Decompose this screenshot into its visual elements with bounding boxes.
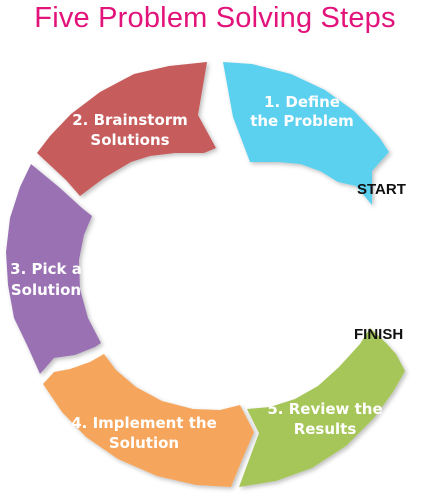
step-5-segment <box>239 328 405 487</box>
step-3-label-line2: Solution <box>11 281 81 299</box>
step-4-implement: 4. Implement the Solution <box>43 354 254 487</box>
step-5-review: 5. Review the Results <box>239 328 405 487</box>
step-4-label-line1: 4. Implement the <box>71 414 217 432</box>
step-1-segment <box>223 62 389 205</box>
step-2-segment <box>37 62 216 196</box>
finish-marker: FINISH <box>354 326 403 343</box>
step-3-pick-solution: 3. Pick a Solution <box>6 164 101 374</box>
step-5-label-line2: Results <box>294 420 357 438</box>
step-3-segment <box>6 164 101 374</box>
step-5-label-line1: 5. Review the <box>267 400 382 418</box>
step-1-label-line1: 1. Define <box>264 93 340 111</box>
step-4-label-line2: Solution <box>109 434 179 452</box>
diagram-title: Five Problem Solving Steps <box>34 2 396 34</box>
step-2-brainstorm: 2. Brainstorm Solutions <box>37 62 216 196</box>
step-4-segment <box>43 354 254 487</box>
step-3-label-line1: 3. Pick a <box>10 260 82 278</box>
step-1-label-line2: the Problem <box>250 112 354 130</box>
step-2-label-line1: 2. Brainstorm <box>72 111 188 129</box>
step-1-define-problem: 1. Define the Problem <box>223 62 389 205</box>
step-2-label-line2: Solutions <box>90 131 169 149</box>
start-marker: START <box>357 181 406 198</box>
